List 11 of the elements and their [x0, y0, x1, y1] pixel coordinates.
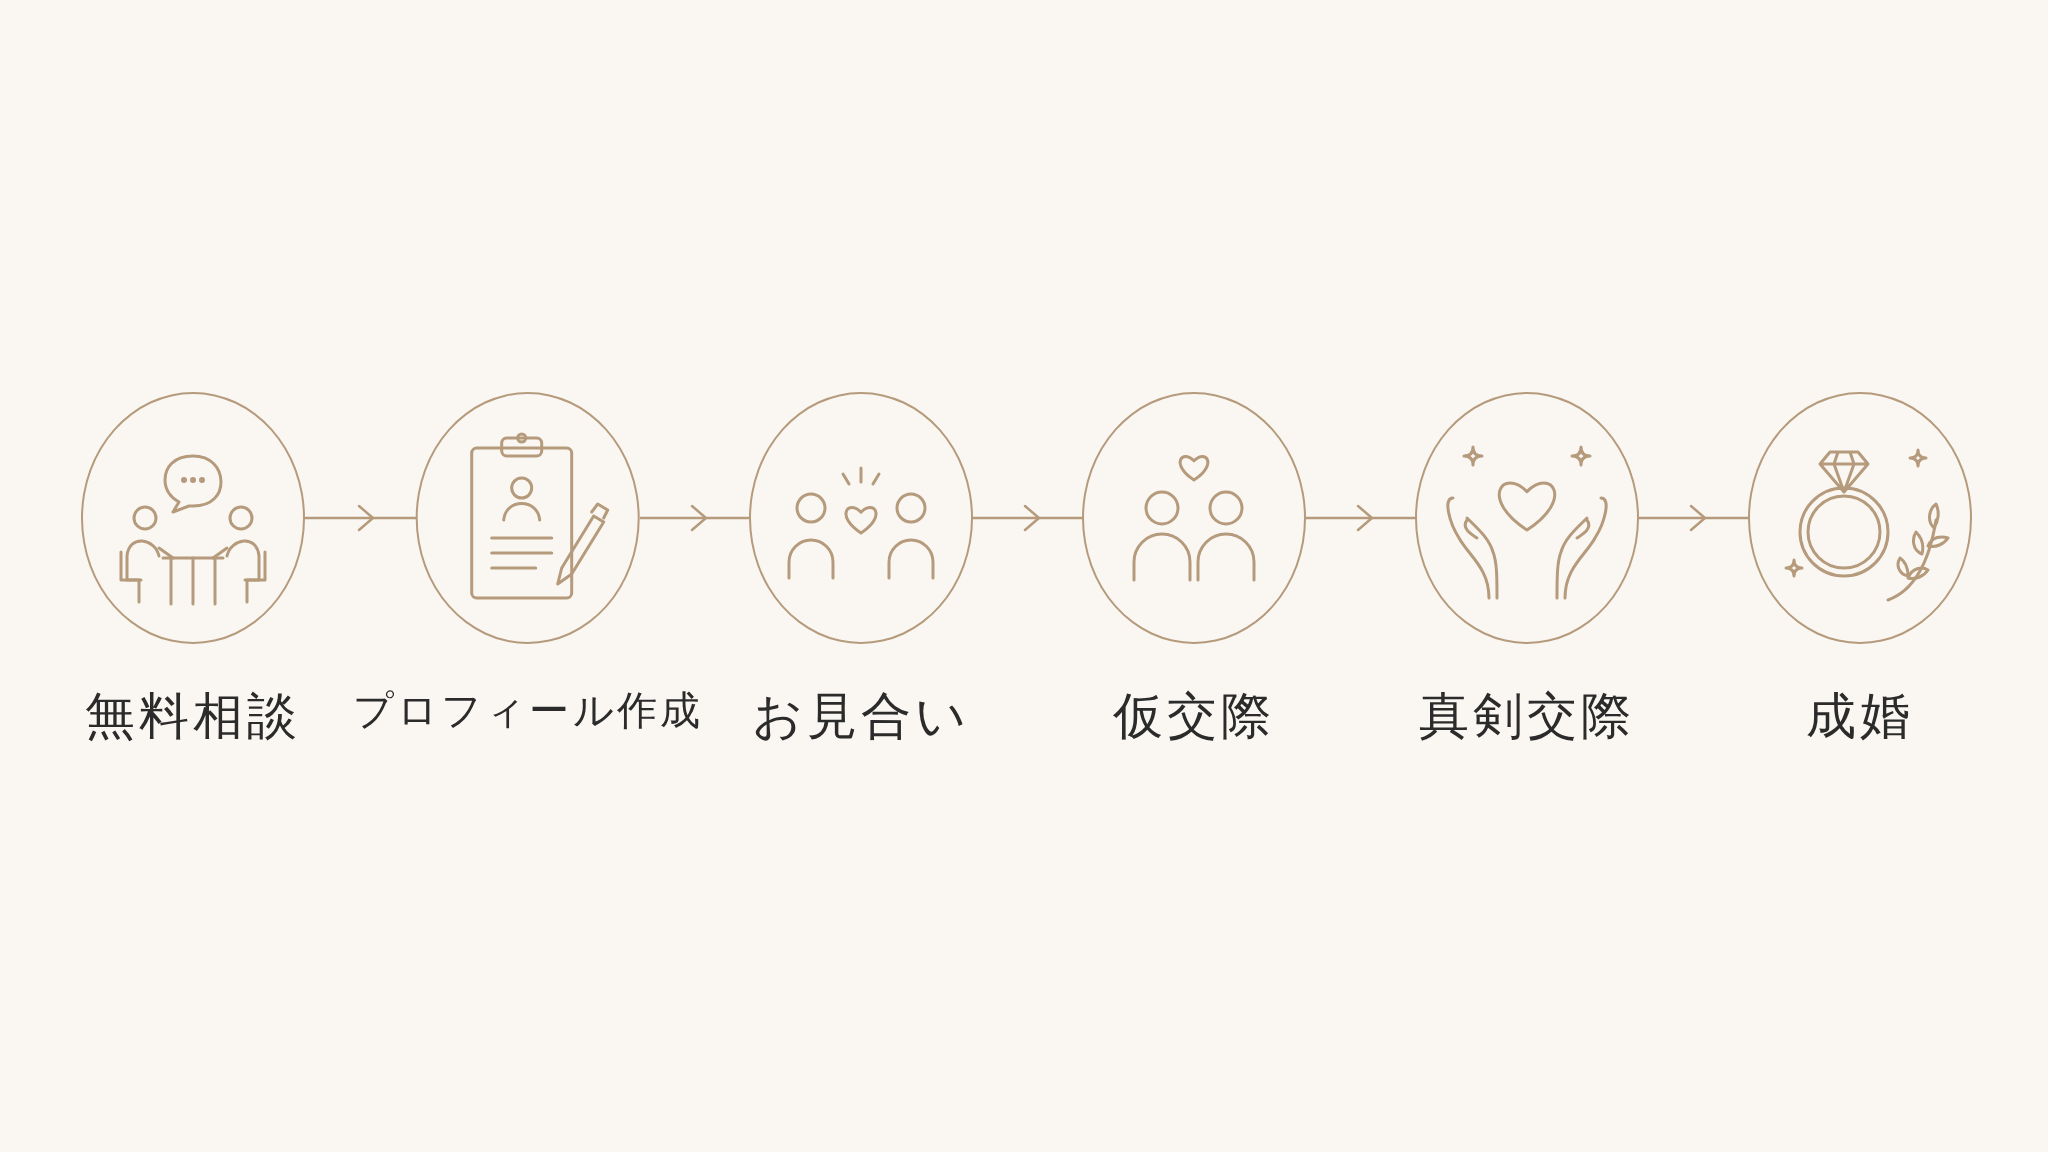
step-label: 無料相談	[85, 686, 301, 746]
arrow	[1639, 504, 1748, 532]
arrow	[973, 504, 1082, 532]
step-label: プロフィール作成	[352, 686, 704, 734]
step-label: 仮交際	[1113, 686, 1275, 746]
arrow	[640, 504, 749, 532]
step-label: お見合い	[752, 686, 970, 746]
arrow	[305, 504, 416, 532]
arrow	[1306, 504, 1415, 532]
step-label: 成婚	[1806, 686, 1914, 746]
step-label: 真剣交際	[1419, 686, 1635, 746]
